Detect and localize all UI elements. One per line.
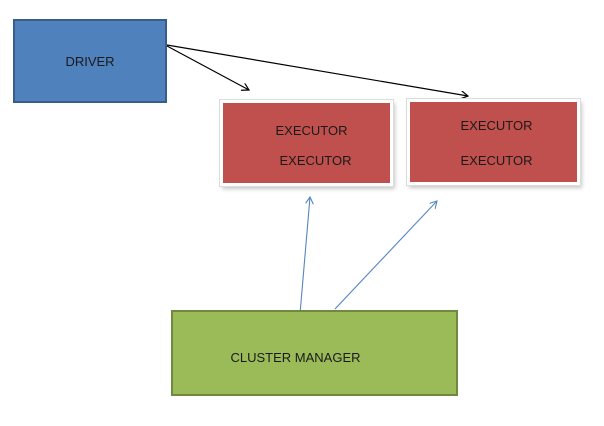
executor-label: EXECUTOR	[275, 123, 348, 138]
node-cluster-manager: CLUSTER MANAGER	[171, 310, 458, 396]
arrow-driver-to-left-executors	[166, 45, 249, 90]
arrow-cluster-to-left-executors	[299, 197, 310, 315]
node-executor-group-left: EXECUTOR EXECUTOR	[219, 99, 394, 187]
arrow-driver-to-right-executors	[166, 44, 468, 96]
executor-label: EXECUTOR	[279, 153, 352, 168]
cluster-manager-label: CLUSTER MANAGER	[230, 349, 361, 365]
executor-label: EXECUTOR	[460, 153, 533, 168]
node-driver: DRIVER	[13, 19, 167, 103]
executor-label: EXECUTOR	[460, 118, 533, 133]
driver-label: DRIVER	[65, 53, 115, 69]
arrow-cluster-to-right-executors	[334, 201, 437, 310]
node-executor-group-right: EXECUTOR EXECUTOR	[406, 98, 581, 186]
